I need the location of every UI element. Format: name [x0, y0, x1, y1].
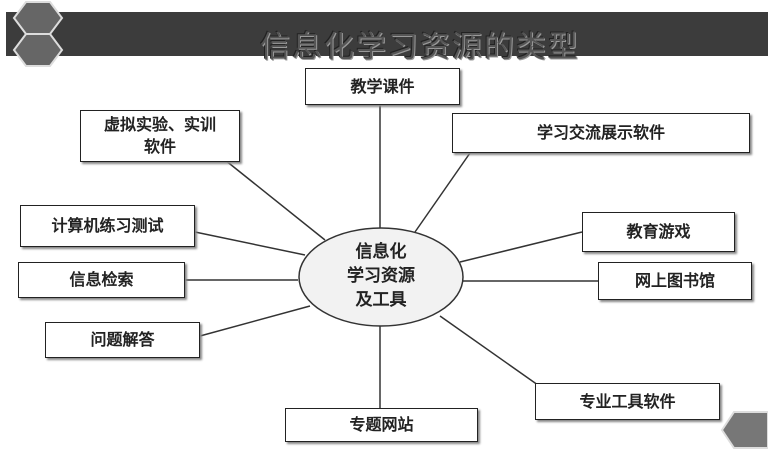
center-line: 学习资源: [347, 266, 415, 286]
node-topic-website: 专题网站: [285, 408, 478, 442]
center-line: 及工具: [355, 290, 407, 310]
node-educational-games: 教育游戏: [582, 212, 735, 252]
hexagon-decoration: [12, 33, 64, 67]
hexagon-decoration: [12, 1, 64, 35]
node-computer-test: 计算机练习测试: [20, 205, 195, 247]
page-title: 信息化学习资源的类型: [260, 30, 580, 65]
node-exchange-software: 学习交流展示软件: [452, 113, 750, 153]
node-courseware: 教学课件: [305, 68, 460, 105]
node-online-library: 网上图书馆: [598, 262, 752, 300]
center-line: 信息化: [355, 242, 407, 262]
hexagon-decoration: [720, 411, 768, 449]
connector-lines: [185, 105, 598, 408]
node-information-retrieval: 信息检索: [18, 262, 185, 298]
center-label: 信息化 学习资源 及工具: [300, 240, 462, 312]
node-virtual-lab: 虚拟实验、实训软件: [80, 110, 240, 162]
center-ellipse: [298, 227, 464, 327]
header-bar: [6, 12, 768, 56]
node-professional-tools: 专业工具软件: [535, 383, 720, 420]
node-question-answer: 问题解答: [45, 322, 200, 358]
